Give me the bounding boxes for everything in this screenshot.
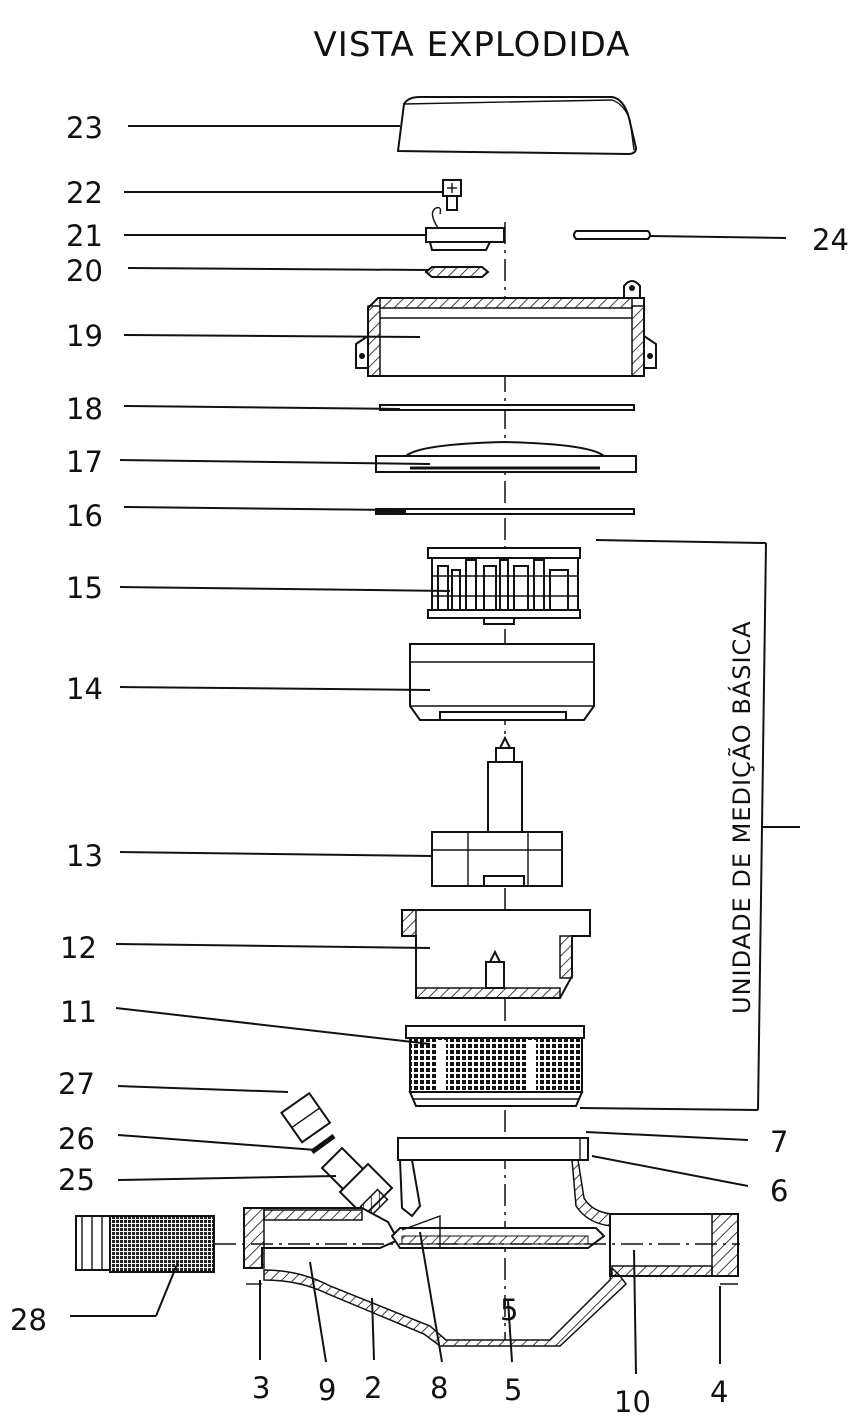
label-25: 25 [58,1163,95,1197]
label-10: 10 [614,1385,651,1419]
group-bracket [579,539,800,1111]
label-15: 15 [66,571,103,605]
diagram-title: VISTA EXPLODIDA [314,25,631,65]
leader-17 [119,459,431,465]
leader-8 [419,1231,443,1363]
leader-5 [507,1299,513,1363]
part-23-cover [396,96,638,156]
leader-6 [591,1155,749,1187]
part-20-pin [424,266,490,278]
part-13-turbine [431,735,563,887]
part-14-register-housing [409,643,595,721]
label-22: 22 [66,176,103,210]
leader-24 [649,235,787,239]
leader-7 [585,1131,749,1141]
leader-10 [633,1249,637,1375]
leader-12 [115,943,431,949]
leader-15 [119,586,451,592]
label-16: 16 [66,499,103,533]
label-12: 12 [60,931,97,965]
leader-19 [123,334,421,338]
part-27-plug [280,1091,332,1144]
part-21-lever [425,206,505,251]
label-19: 19 [66,319,103,353]
label-14: 14 [66,672,103,706]
label-2: 2 [364,1371,382,1405]
leader-20 [127,267,429,271]
label-24: 24 [812,223,849,257]
label-6: 6 [770,1174,788,1208]
leader-9 [309,1261,327,1363]
leader-26 [117,1134,317,1151]
leader-13 [119,851,433,857]
label-13: 13 [66,839,103,873]
leader-28b [155,1261,179,1317]
group-label: UNIDADE DE MEDIÇÃO BÁSICA [726,620,756,1014]
label-8: 8 [430,1371,448,1405]
part-19-housing [355,280,657,377]
leader-11 [115,1007,431,1045]
leader-16 [123,506,391,511]
label-9: 9 [318,1373,336,1407]
label-20: 20 [66,254,103,288]
label-7: 7 [770,1125,788,1159]
leader-27 [117,1085,289,1093]
label-21: 21 [66,219,103,253]
part-17-lens [375,440,637,473]
label-3: 3 [252,1371,270,1405]
label-11: 11 [60,995,97,1029]
part-22-screw [442,179,462,211]
label-17: 17 [66,445,103,479]
meter-body [243,1137,739,1347]
leader-25 [117,1175,337,1181]
leader-2 [371,1297,375,1361]
part-25-regulator [320,1146,394,1218]
label-5: 5 [504,1373,522,1407]
part-24-pin [573,230,651,240]
label-4: 4 [710,1375,728,1409]
leader-18 [123,405,401,410]
label-18: 18 [66,392,103,426]
part-18-gasket [379,404,635,411]
label-23: 23 [66,111,103,145]
part-15-register [427,547,581,625]
label-28: 28 [10,1303,47,1337]
part-11-filter [405,1025,585,1107]
part-12-chamber [401,909,591,999]
label-26: 26 [58,1122,95,1156]
label-27: 27 [58,1067,95,1101]
part-16-gasket [375,508,635,515]
leader-14 [119,686,431,691]
part-28-strainer [75,1215,215,1273]
label-5-inline: 5 [500,1293,518,1327]
